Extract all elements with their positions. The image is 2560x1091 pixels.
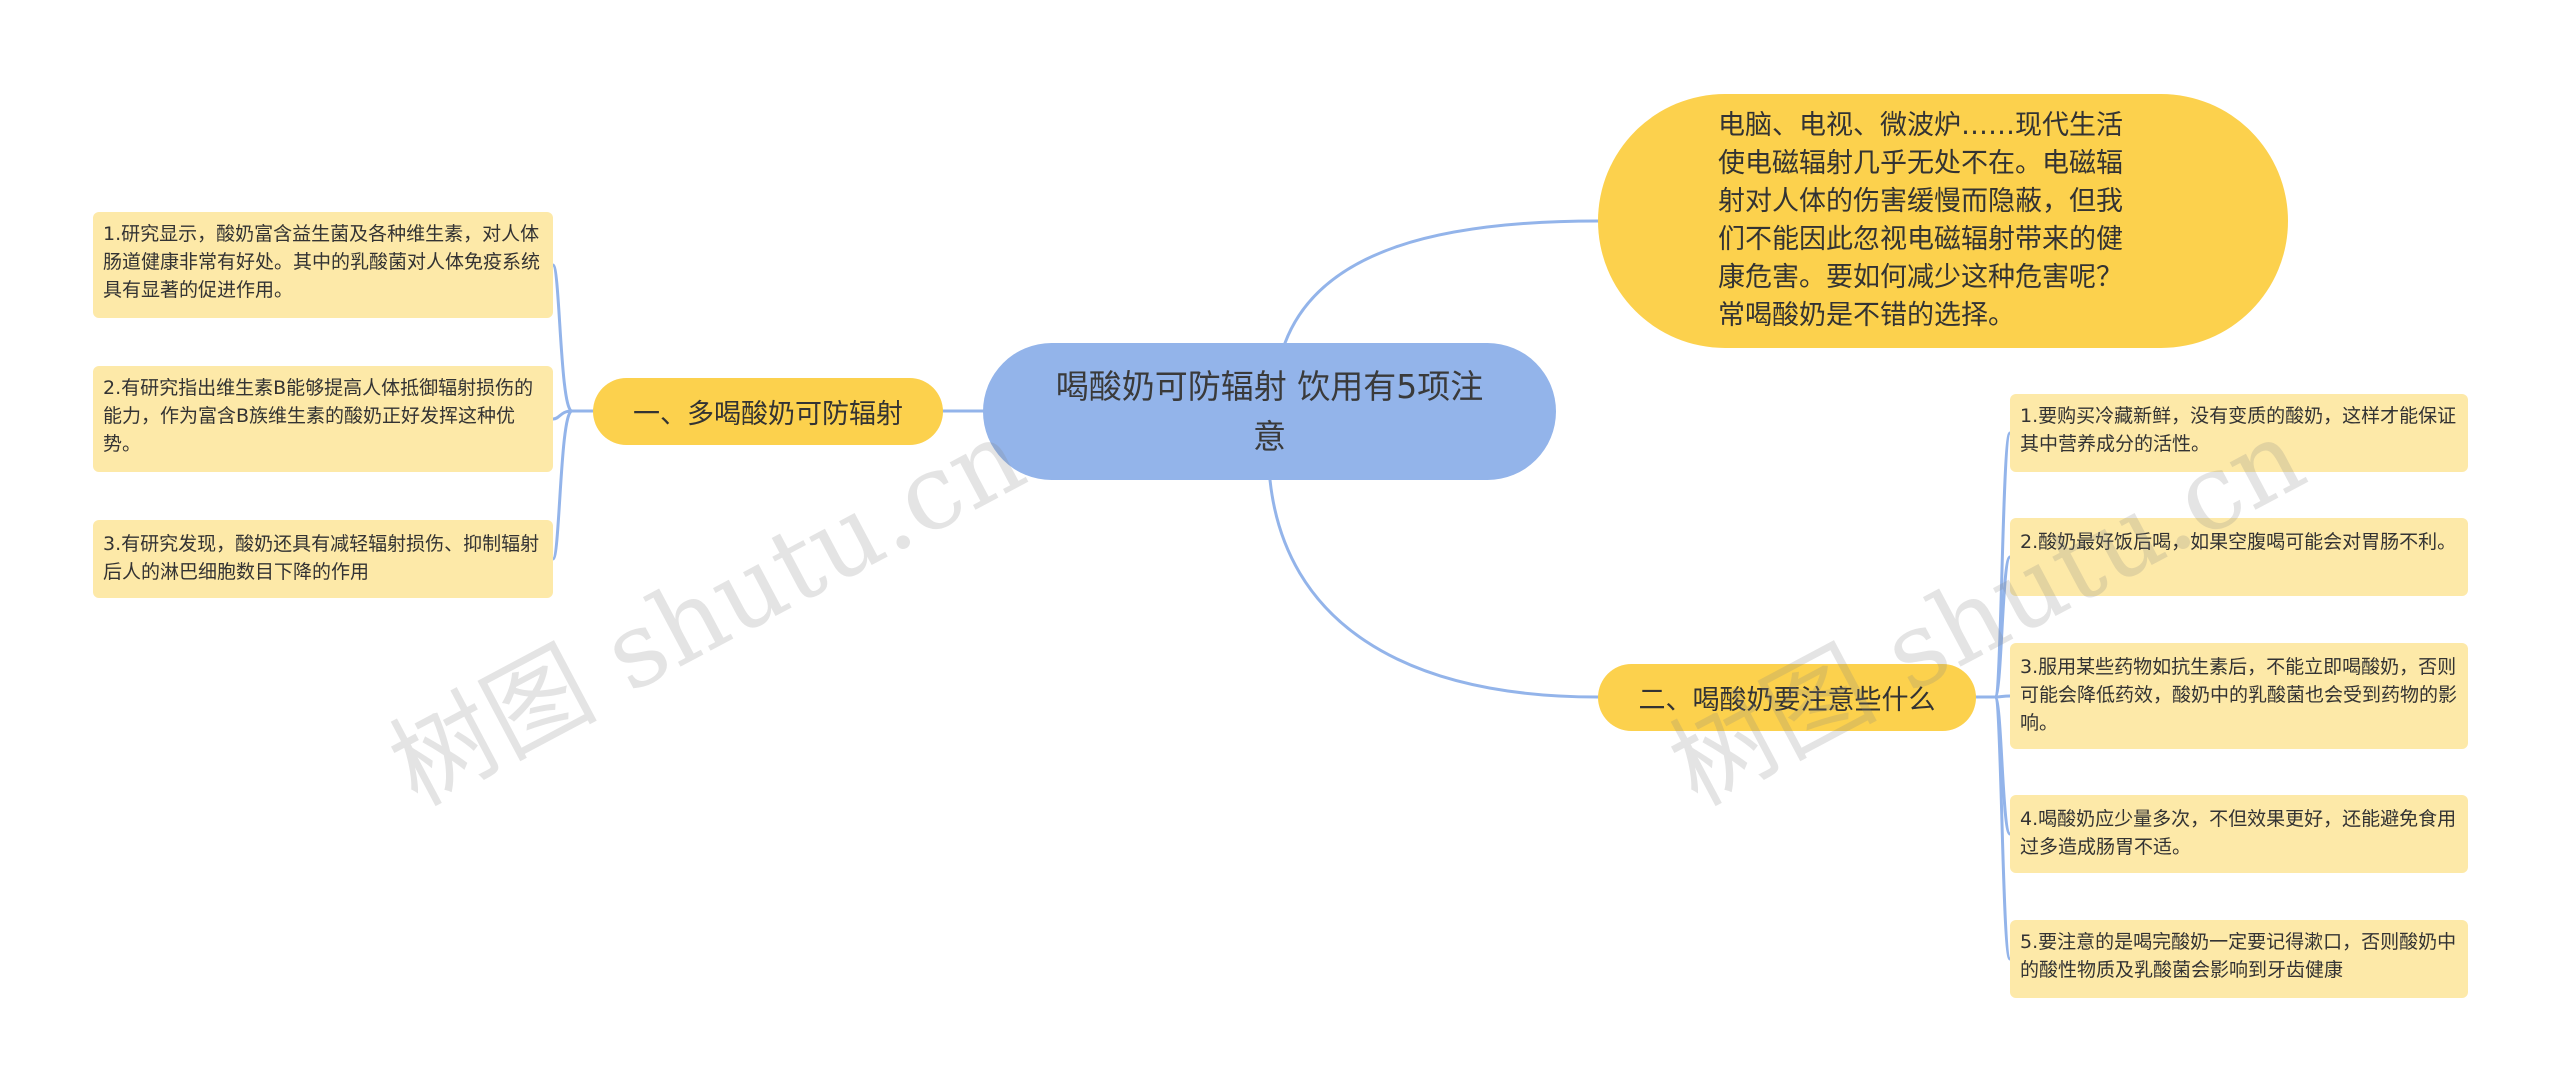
connector-right-leaf-2	[1974, 555, 2012, 699]
left-leaf-1-text: 1.研究显示，酸奶富含益生菌及各种维生素，对人体肠道健康非常有好处。其中的乳酸菌…	[103, 223, 541, 301]
connector-right-leaf-5	[1974, 695, 2012, 961]
connector-right-leaf-4	[1974, 695, 2012, 836]
connector-left-leaf-1	[551, 263, 595, 413]
left-leaf-3[interactable]: 3.有研究发现，酸奶还具有减轻辐射损伤、抑制辐射后人的淋巴细胞数目下降的作用	[93, 520, 553, 598]
right-leaf-1-text: 1.要购买冷藏新鲜，没有变质的酸奶，这样才能保证其中营养成分的活性。	[2020, 405, 2457, 455]
right-leaf-5[interactable]: 5.要注意的是喝完酸奶一定要记得漱口，否则酸奶中的酸性物质及乳酸菌会影响到牙齿健…	[2010, 920, 2468, 998]
branch-right[interactable]: 二、喝酸奶要注意些什么	[1598, 664, 1976, 731]
left-leaf-2[interactable]: 2.有研究指出维生素B能够提高人体抵御辐射损伤的能力，作为富含B族维生素的酸奶正…	[93, 366, 553, 472]
root-topic[interactable]: 喝酸奶可防辐射 饮用有5项注意	[983, 343, 1556, 480]
intro-bubble[interactable]: 电脑、电视、微波炉……现代生活使电磁辐射几乎无处不在。电磁辐射对人体的伤害缓慢而…	[1598, 94, 2288, 348]
right-leaf-5-text: 5.要注意的是喝完酸奶一定要记得漱口，否则酸奶中的酸性物质及乳酸菌会影响到牙齿健…	[2020, 931, 2457, 981]
branch-left[interactable]: 一、多喝酸奶可防辐射	[593, 378, 943, 445]
right-leaf-4[interactable]: 4.喝酸奶应少量多次，不但效果更好，还能避免食用过多造成肠胃不适。	[2010, 795, 2468, 873]
connector-right-leaf-1	[1974, 431, 2012, 699]
left-leaf-1[interactable]: 1.研究显示，酸奶富含益生菌及各种维生素，对人体肠道健康非常有好处。其中的乳酸菌…	[93, 212, 553, 318]
right-leaf-1[interactable]: 1.要购买冷藏新鲜，没有变质的酸奶，这样才能保证其中营养成分的活性。	[2010, 394, 2468, 472]
connector-root-intro	[1283, 219, 1600, 345]
connector-root-branch-right	[1268, 478, 1600, 699]
branch-left-label: 一、多喝酸奶可防辐射	[633, 399, 903, 430]
right-leaf-4-text: 4.喝酸奶应少量多次，不但效果更好，还能避免食用过多造成肠胃不适。	[2020, 808, 2457, 858]
left-leaf-3-text: 3.有研究发现，酸奶还具有减轻辐射损伤、抑制辐射后人的淋巴细胞数目下降的作用	[103, 533, 540, 583]
root-topic-label: 喝酸奶可防辐射 饮用有5项注意	[1055, 366, 1484, 456]
right-leaf-3[interactable]: 3.服用某些药物如抗生素后，不能立即喝酸奶，否则可能会降低药效，酸奶中的乳酸菌也…	[2010, 643, 2468, 749]
right-leaf-2-text: 2.酸奶最好饭后喝，如果空腹喝可能会对胃肠不利。	[2020, 531, 2457, 553]
connector-left-leaf-3	[551, 409, 595, 561]
right-leaf-3-text: 3.服用某些药物如抗生素后，不能立即喝酸奶，否则可能会降低药效，酸奶中的乳酸菌也…	[2020, 656, 2458, 734]
branch-right-label: 二、喝酸奶要注意些什么	[1638, 685, 1936, 716]
left-leaf-2-text: 2.有研究指出维生素B能够提高人体抵御辐射损伤的能力，作为富含B族维生素的酸奶正…	[103, 377, 534, 455]
intro-text: 电脑、电视、微波炉……现代生活使电磁辐射几乎无处不在。电磁辐射对人体的伤害缓慢而…	[1718, 110, 2123, 331]
right-leaf-2[interactable]: 2.酸奶最好饭后喝，如果空腹喝可能会对胃肠不利。	[2010, 518, 2468, 596]
